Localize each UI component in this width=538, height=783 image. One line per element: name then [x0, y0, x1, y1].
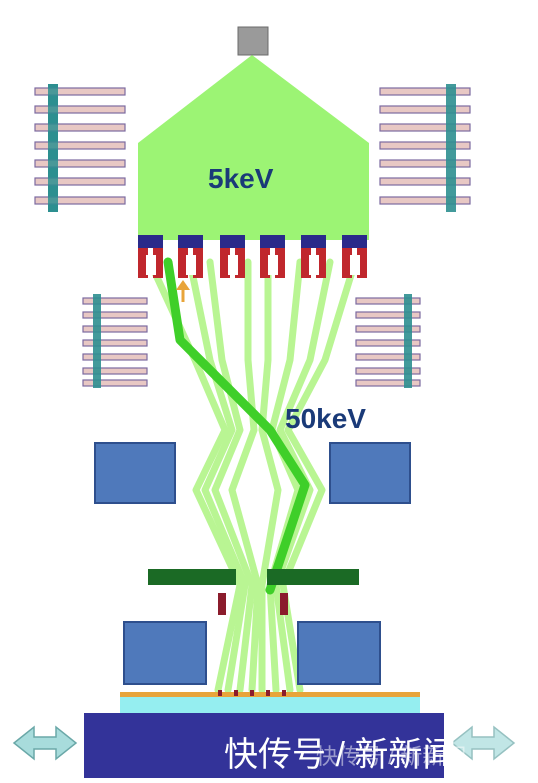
exposure-dots — [218, 690, 286, 696]
coil-stack-top-left — [34, 84, 126, 212]
aperture-plate-left — [148, 569, 236, 585]
emission-arrow-icon — [176, 280, 190, 302]
lens-block-bottom-left — [123, 621, 207, 685]
electrode-row — [138, 235, 367, 278]
source-top-block — [237, 26, 269, 56]
electrode — [138, 235, 163, 278]
lens-block-bottom-right — [297, 621, 381, 685]
source-region — [138, 55, 369, 240]
aperture-plate-right — [267, 569, 359, 585]
source-energy-label: 5keV — [208, 163, 274, 194]
watermark-text: 快传号 / 新新闻 — [224, 736, 456, 774]
lens-block-right — [329, 442, 411, 504]
watermark-text-faint: 快传号 / 新新闻 — [316, 744, 466, 769]
deflector-right — [280, 593, 288, 615]
double-arrow-icon — [12, 725, 78, 761]
beamlets — [146, 258, 359, 694]
coil-stack-top-right — [379, 84, 471, 212]
coil-stack-mid-right — [355, 294, 421, 388]
electrode — [342, 235, 367, 278]
coil-stack-mid-left — [82, 294, 148, 388]
double-arrow-icon — [450, 725, 516, 761]
lens-block-left — [94, 442, 176, 504]
substrate-stage — [84, 713, 444, 778]
highlighted-beamlet — [163, 257, 310, 595]
electrode — [260, 235, 285, 278]
deflector-left — [218, 593, 226, 615]
resist-layer-cyan — [120, 697, 420, 713]
electrode — [178, 235, 203, 278]
electrode — [301, 235, 326, 278]
electrode — [220, 235, 245, 278]
beam-energy-label: 50keV — [285, 403, 366, 434]
